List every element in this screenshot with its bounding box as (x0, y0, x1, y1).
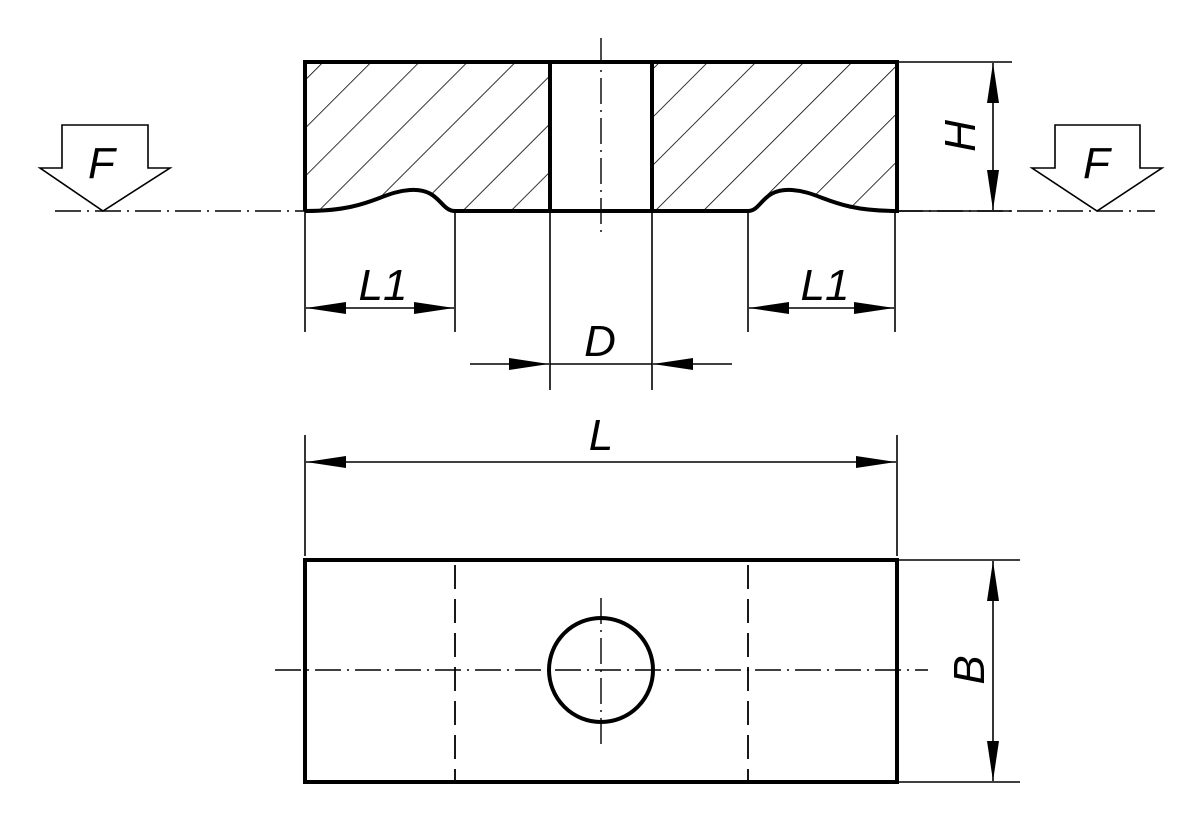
hatch-right (652, 62, 897, 211)
width-label: B (945, 655, 994, 684)
section-view: F F H L1 L1 D (37, 38, 1165, 390)
hatch-left (305, 62, 550, 211)
block-outline (303, 558, 899, 784)
diameter-label: D (584, 317, 616, 366)
l1-right-label: L1 (801, 261, 850, 310)
plan-view: L B (275, 411, 1020, 784)
force-right-label: F (1083, 139, 1112, 188)
force-arrow-left-icon (37, 124, 173, 212)
force-left-label: F (88, 139, 117, 188)
section-outline (303, 60, 899, 214)
l1-left-label: L1 (359, 261, 408, 310)
height-label: H (936, 120, 985, 152)
force-arrow-right-icon (1029, 124, 1165, 212)
length-label: L (589, 411, 613, 460)
